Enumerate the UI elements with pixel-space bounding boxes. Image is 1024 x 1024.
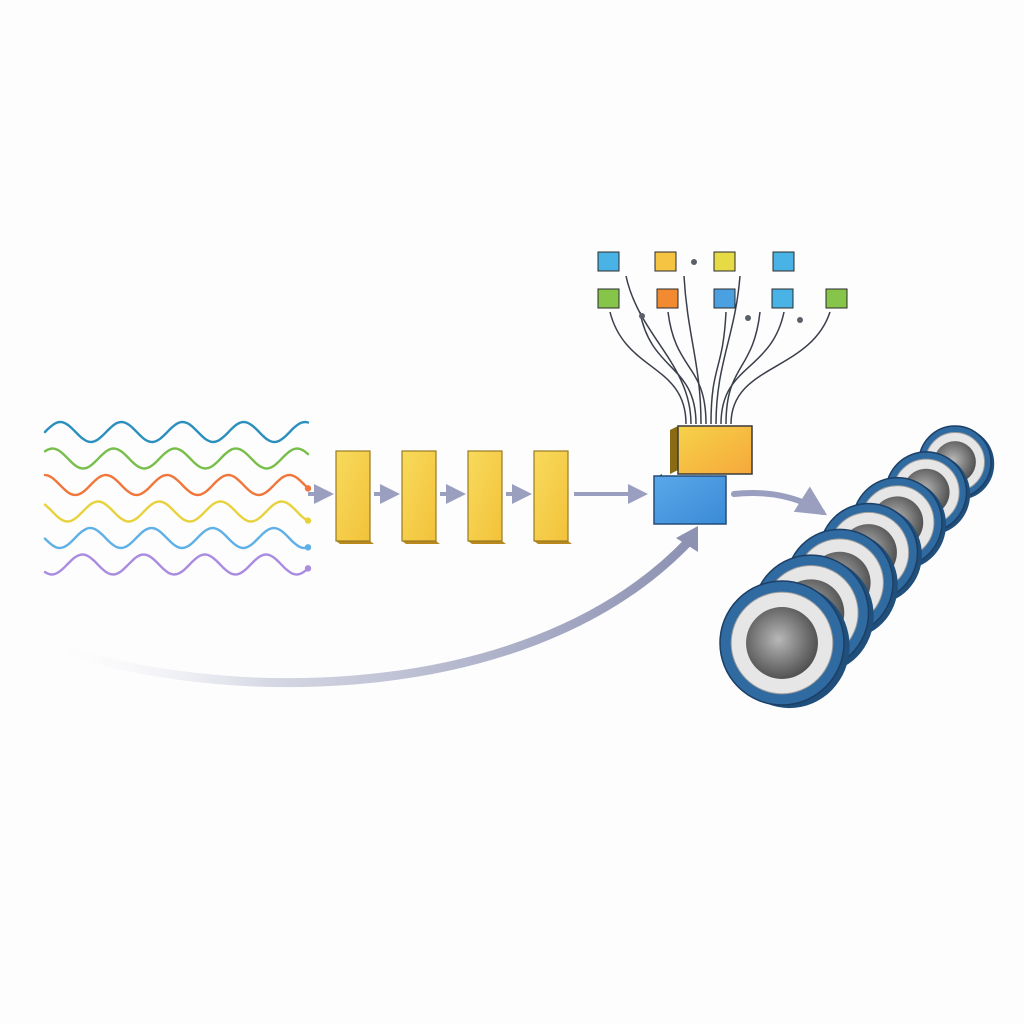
output-ring — [918, 425, 995, 500]
token-wire — [639, 311, 697, 425]
processing-block-face — [533, 450, 569, 542]
processing-block-base — [336, 541, 374, 544]
token-wire — [609, 311, 687, 425]
fusion-blocks — [653, 425, 753, 525]
signal-wave — [43, 420, 310, 444]
processing-block-face — [401, 450, 437, 542]
processing-block — [533, 450, 572, 544]
skip-connection-arrowhead — [676, 526, 698, 552]
processing-blocks — [335, 450, 572, 544]
processing-block-base — [402, 541, 440, 544]
token-square — [597, 251, 620, 272]
signal-endpoint — [304, 517, 312, 524]
token-wires — [609, 259, 831, 425]
token-wire — [710, 311, 727, 425]
signal-wave — [43, 500, 310, 523]
token-square — [825, 288, 848, 309]
token-wire — [730, 311, 831, 425]
output-ring-stack — [719, 425, 995, 709]
signal-endpoint — [304, 544, 312, 551]
processing-block — [401, 450, 440, 544]
token-square — [654, 251, 677, 272]
yellow-fusion-block — [670, 425, 753, 475]
flow-arrows — [308, 484, 828, 516]
signal-wave — [43, 526, 310, 550]
input-signal-waves — [43, 420, 312, 576]
token-wire — [625, 275, 692, 425]
wire-node — [639, 313, 645, 319]
signal-wave — [43, 447, 310, 470]
token-square — [597, 288, 620, 309]
token-square — [713, 288, 736, 309]
token-squares — [597, 251, 848, 309]
processing-block — [335, 450, 374, 544]
blue-fusion-block — [653, 474, 727, 525]
token-square — [771, 288, 794, 309]
processing-block-base — [468, 541, 506, 544]
output-ring — [719, 580, 850, 709]
ring-hole — [746, 607, 818, 679]
token-square — [713, 251, 736, 272]
processing-block-base — [534, 541, 572, 544]
wire-node — [691, 259, 697, 265]
token-square — [656, 288, 679, 309]
signal-wave — [43, 473, 310, 497]
signal-endpoint — [304, 485, 312, 492]
token-wire — [720, 311, 785, 425]
output-flow-arrow — [731, 486, 828, 516]
token-wire — [715, 275, 741, 425]
token-wire — [683, 275, 702, 425]
processing-block-face — [467, 450, 503, 542]
token-square — [772, 251, 795, 272]
wire-node — [797, 317, 803, 323]
token-wire — [725, 311, 761, 425]
wire-node — [745, 315, 751, 321]
token-wire — [667, 311, 707, 425]
processing-block-face — [335, 450, 371, 542]
signal-endpoint — [304, 565, 312, 572]
processing-block — [467, 450, 506, 544]
signal-wave — [43, 553, 310, 576]
skip-connection-arrow — [35, 526, 698, 688]
